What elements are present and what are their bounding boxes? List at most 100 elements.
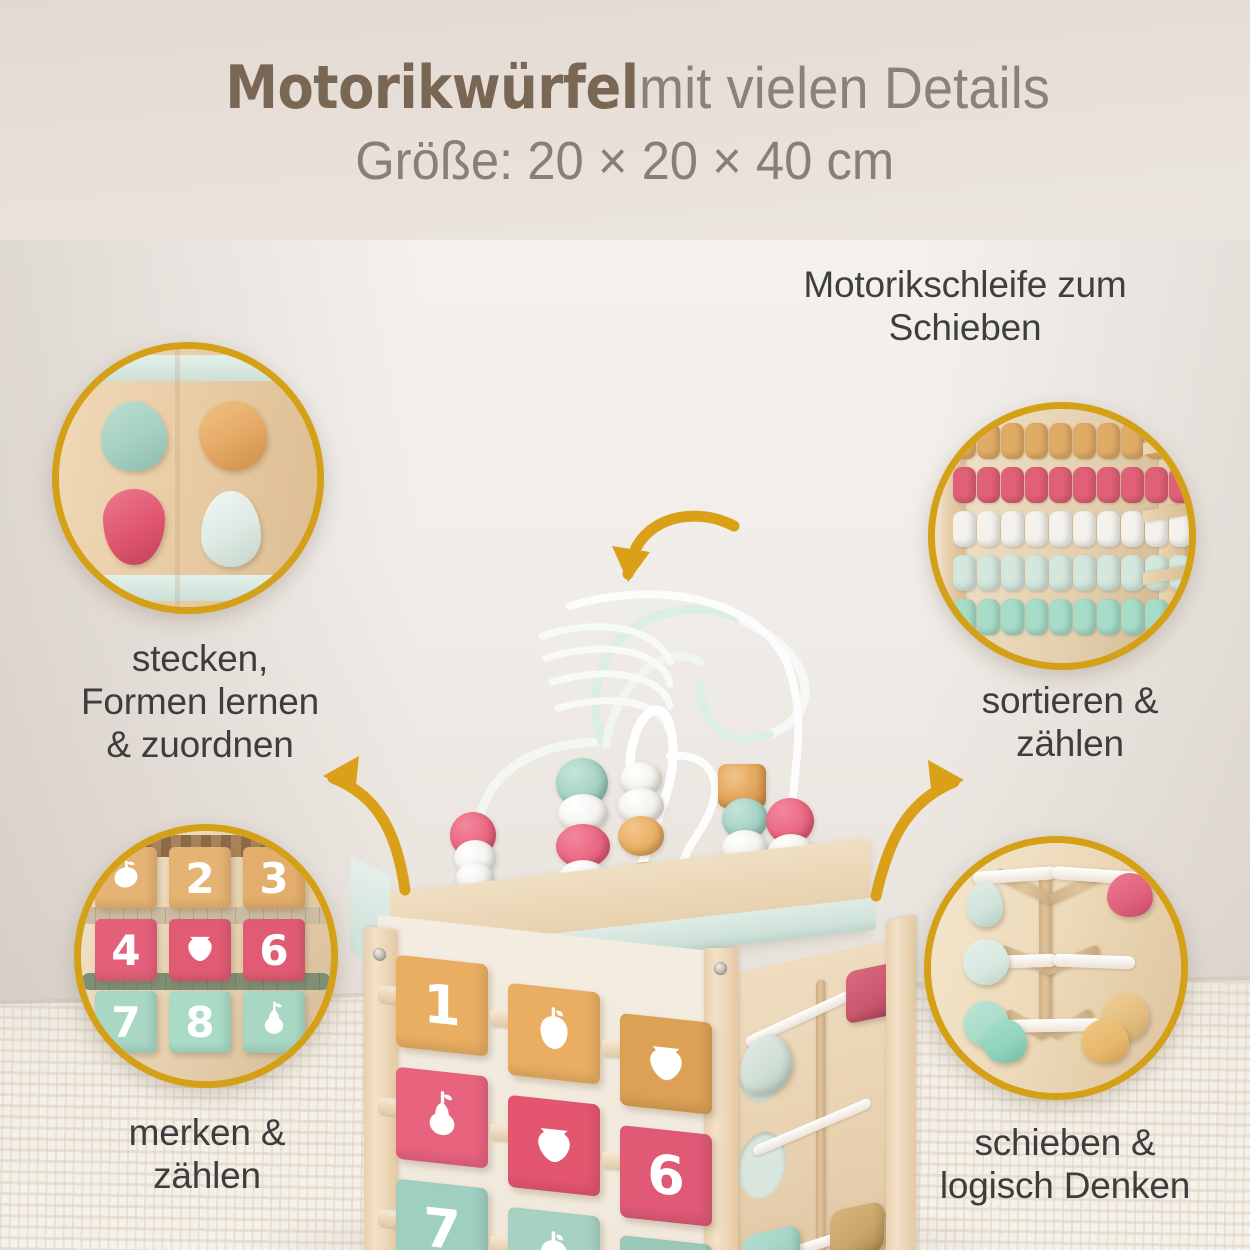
maze-token-ring[interactable] [963,939,1009,985]
label-sorting: sortieren & zählen [981,680,1159,764]
number-block-pear[interactable] [243,991,305,1053]
abacus-bead[interactable] [1025,467,1048,503]
abacus-bead[interactable] [1001,423,1024,459]
abacus-bead[interactable] [1025,599,1048,635]
slider-knob-apple-mint[interactable] [742,1224,800,1250]
abacus-row[interactable] [953,599,1168,635]
abacus-bead[interactable] [977,511,1000,547]
flip-block-7[interactable]: 7 [396,1178,488,1250]
flip-block-pear[interactable] [396,1066,488,1169]
flip-block-6[interactable]: 6 [620,1124,712,1227]
abacus-bead[interactable] [1169,467,1189,503]
number-block-2[interactable]: 2 [169,847,231,909]
shape-apple[interactable] [101,401,167,471]
abacus-bead[interactable] [1049,555,1072,591]
sorter-divider [175,349,180,607]
abacus-bead[interactable] [1121,599,1144,635]
flip-block-pear[interactable] [620,1234,712,1250]
flip-block-apple[interactable] [508,982,600,1085]
page-title: Motorikwürfel mit vielen Details [169,58,1080,118]
abacus-bead[interactable] [1049,467,1072,503]
screw [373,947,386,962]
screw [714,962,727,975]
abacus-bead[interactable] [977,467,1000,503]
flip-block-strawberry[interactable] [620,1012,712,1115]
sorter-rail-top [59,355,317,381]
abacus-bead[interactable] [1049,423,1072,459]
abacus-bead[interactable] [1121,511,1144,547]
shape-pear[interactable] [201,491,261,567]
fruit-icon-lemon [106,854,146,903]
shape-strawberry[interactable] [103,489,165,565]
abacus-bead[interactable] [1049,511,1072,547]
abacus-bead[interactable] [953,599,976,635]
abacus-row[interactable] [953,467,1189,503]
abacus-bead[interactable] [977,423,1000,459]
abacus-bead[interactable] [953,511,976,547]
abacus-bead[interactable] [1097,511,1120,547]
maze-token-apple-mint[interactable] [983,1019,1027,1063]
fruit-icon-apple [527,1000,581,1068]
abacus-bead[interactable] [1001,467,1024,503]
abacus-bead[interactable] [1097,555,1120,591]
number-block-8[interactable]: 8 [169,991,231,1053]
abacus-bead[interactable] [1145,599,1168,635]
maze-token-orange[interactable] [1081,1019,1129,1063]
slider-track [752,1097,872,1158]
bead-maze-wires [472,590,810,871]
abacus-bead[interactable] [977,599,1000,635]
number-block-7[interactable]: 7 [95,991,157,1053]
abacus-bead[interactable] [1121,467,1144,503]
abacus-bead[interactable] [1073,511,1096,547]
abacus-bead[interactable] [1097,423,1120,459]
arrow-to-shape-sorter [305,748,425,903]
number-block-6[interactable]: 6 [243,919,305,981]
abacus-row[interactable] [953,555,1189,591]
abacus-bead[interactable] [1049,599,1072,635]
slider-center-branch [816,978,825,1250]
fruit-icon-strawberry [527,1112,581,1180]
abacus-bead[interactable] [1073,599,1096,635]
abacus-bead[interactable] [1025,555,1048,591]
number-block-strawberry[interactable] [169,919,231,981]
label-memory: merken & zählen [128,1112,286,1196]
abacus-bead[interactable] [953,555,976,591]
abacus-bead[interactable] [1145,467,1168,503]
abacus-bead[interactable] [977,555,1000,591]
flip-block-apple[interactable] [508,1206,600,1250]
abacus-row[interactable] [953,511,1189,547]
maze-token-pear[interactable] [967,881,1003,927]
abacus-bead[interactable] [1169,511,1189,547]
fruit-icon-pear [415,1084,469,1152]
abacus-bead[interactable] [1025,511,1048,547]
flip-block-strawberry[interactable] [508,1094,600,1197]
abacus-inset [935,409,1189,663]
title-product-name: Motorikwürfel [225,53,640,123]
abacus-bead[interactable] [1001,599,1024,635]
arrow-to-bead-maze [610,504,740,604]
abacus-bead[interactable] [953,467,976,503]
callout-shape-sorter [52,342,324,614]
flip-block-1[interactable]: 1 [396,954,488,1057]
abacus-bead[interactable] [1073,423,1096,459]
slider-knob-orange[interactable] [830,1200,884,1250]
abacus-bead[interactable] [1097,467,1120,503]
abacus-bead[interactable] [1001,511,1024,547]
number-block-4[interactable]: 4 [95,919,157,981]
abacus-bead[interactable] [1001,555,1024,591]
abacus-bead[interactable] [1121,423,1144,459]
maze-token-apple[interactable] [1107,873,1153,917]
abacus-bead[interactable] [1073,467,1096,503]
abacus-bead[interactable] [1073,555,1096,591]
number-block-3[interactable]: 3 [243,847,305,909]
abacus-bead[interactable] [1121,555,1144,591]
callout-slider-maze [924,836,1188,1100]
number-block-lemon[interactable] [95,847,157,909]
abacus-bead[interactable] [1025,423,1048,459]
abacus-bead[interactable] [953,423,976,459]
maze-trunk [1039,867,1052,1037]
shape-lemon[interactable] [199,401,267,471]
abacus-bead[interactable] [1097,599,1120,635]
